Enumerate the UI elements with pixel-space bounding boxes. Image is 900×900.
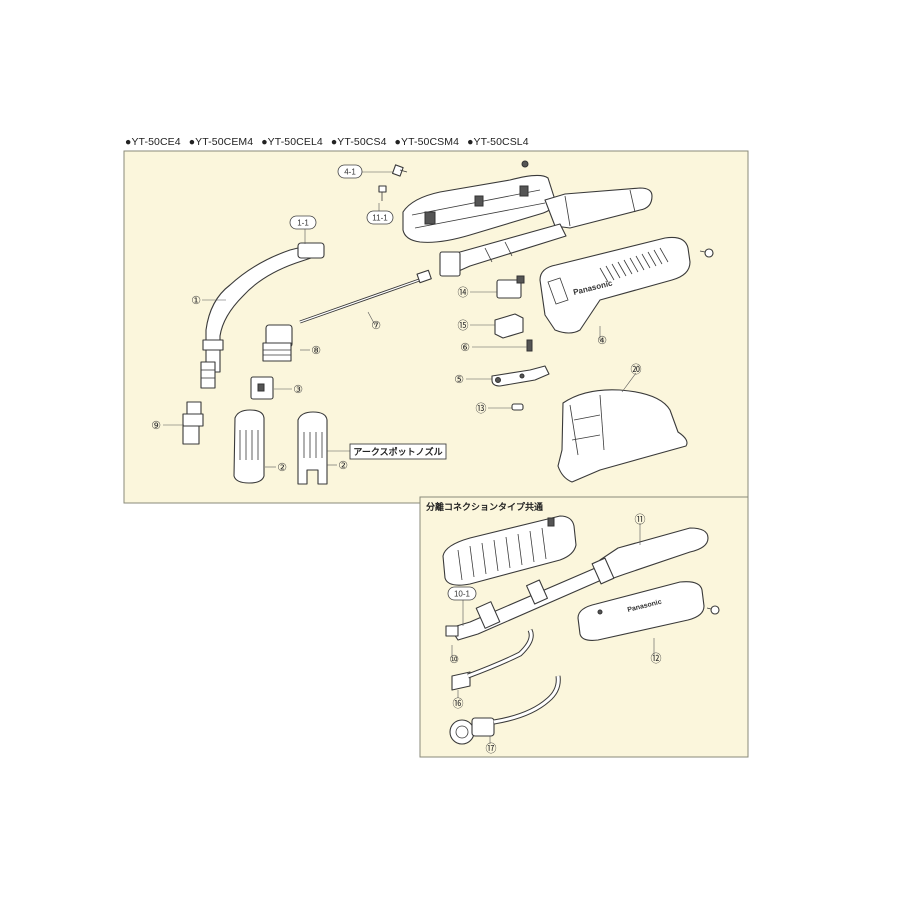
callout-17: ⑰	[486, 742, 497, 755]
spring-part	[526, 339, 533, 352]
switch-cover-part	[494, 313, 524, 339]
screw-part	[706, 605, 720, 615]
callout-7: ⑦	[371, 319, 381, 332]
gas-connector-part	[449, 675, 561, 745]
model-name: ●YT-50CEL4	[261, 136, 323, 148]
arc-spot-nozzle-part	[297, 411, 328, 485]
callout-5: ⑤	[454, 373, 464, 386]
callout-label: 4-1	[344, 168, 356, 177]
liner-part	[299, 269, 432, 324]
callout-1-1: 1-1	[289, 215, 317, 230]
callout-10: ⑩	[449, 653, 459, 666]
power-cable-part	[451, 628, 534, 691]
callout-15: ⑮	[458, 319, 469, 332]
leader-lines	[163, 171, 655, 744]
screw-part	[391, 164, 408, 177]
switch-part	[496, 275, 525, 299]
pin-part	[378, 185, 387, 201]
connection-cover-part: Panasonic	[577, 581, 705, 641]
handle-upper-part	[402, 160, 653, 277]
callout-20: ⑳	[631, 363, 642, 376]
callout-2: ②	[277, 461, 287, 474]
connection-conduit-part	[445, 527, 709, 641]
model-name: ●YT-50CE4	[125, 136, 181, 148]
callout-1: ①	[191, 294, 201, 307]
callout-3: ③	[293, 383, 303, 396]
arc-spot-nozzle-text: アークスポットノズル	[353, 446, 442, 458]
callout-label: 11-1	[372, 214, 388, 223]
tip-body-part	[262, 324, 293, 362]
model-name: ●YT-50CSL4	[467, 136, 529, 148]
orifice-part	[182, 401, 204, 445]
connector-housing-part	[442, 515, 577, 586]
model-name: ●YT-50CSM4	[394, 136, 460, 148]
hand-shield-part	[557, 389, 688, 483]
model-name: ●YT-50CEM4	[188, 136, 254, 148]
callout-13: ⑬	[476, 402, 487, 415]
callout-9: ⑨	[151, 419, 161, 432]
handle-lower-part: Panasonic	[539, 236, 691, 334]
callout-11: ⑪	[635, 513, 646, 526]
callout-6: ⑥	[460, 341, 470, 354]
callout-label: 1-1	[297, 219, 309, 228]
arc-spot-nozzle-label: アークスポットノズル	[349, 443, 447, 460]
callout-10-1: 10-1	[447, 586, 477, 601]
callout-14: ⑭	[458, 286, 469, 299]
insulator-part	[250, 376, 274, 400]
callout-16: ⑯	[453, 697, 464, 710]
torch-neck-part	[200, 242, 325, 389]
callout-4-1: 4-1	[337, 164, 363, 179]
callout-2: ②	[338, 459, 348, 472]
callout-label: 10-1	[454, 590, 471, 599]
callout-8: ⑧	[311, 344, 321, 357]
screw-part	[699, 248, 714, 258]
callout-4: ④	[597, 334, 607, 347]
callout-12: ⑫	[651, 652, 662, 665]
connection-type-title: 分離コネクションタイプ共通	[426, 501, 543, 513]
trigger-part	[491, 365, 550, 387]
model-name: ●YT-50CS4	[330, 136, 387, 148]
nozzle-part	[233, 409, 265, 484]
model-list: ●YT-50CE4 ●YT-50CEM4 ●YT-50CEL4 ●YT-50CS…	[125, 136, 529, 150]
callout-11-1: 11-1	[366, 210, 394, 225]
trigger-pin-part	[511, 403, 524, 411]
